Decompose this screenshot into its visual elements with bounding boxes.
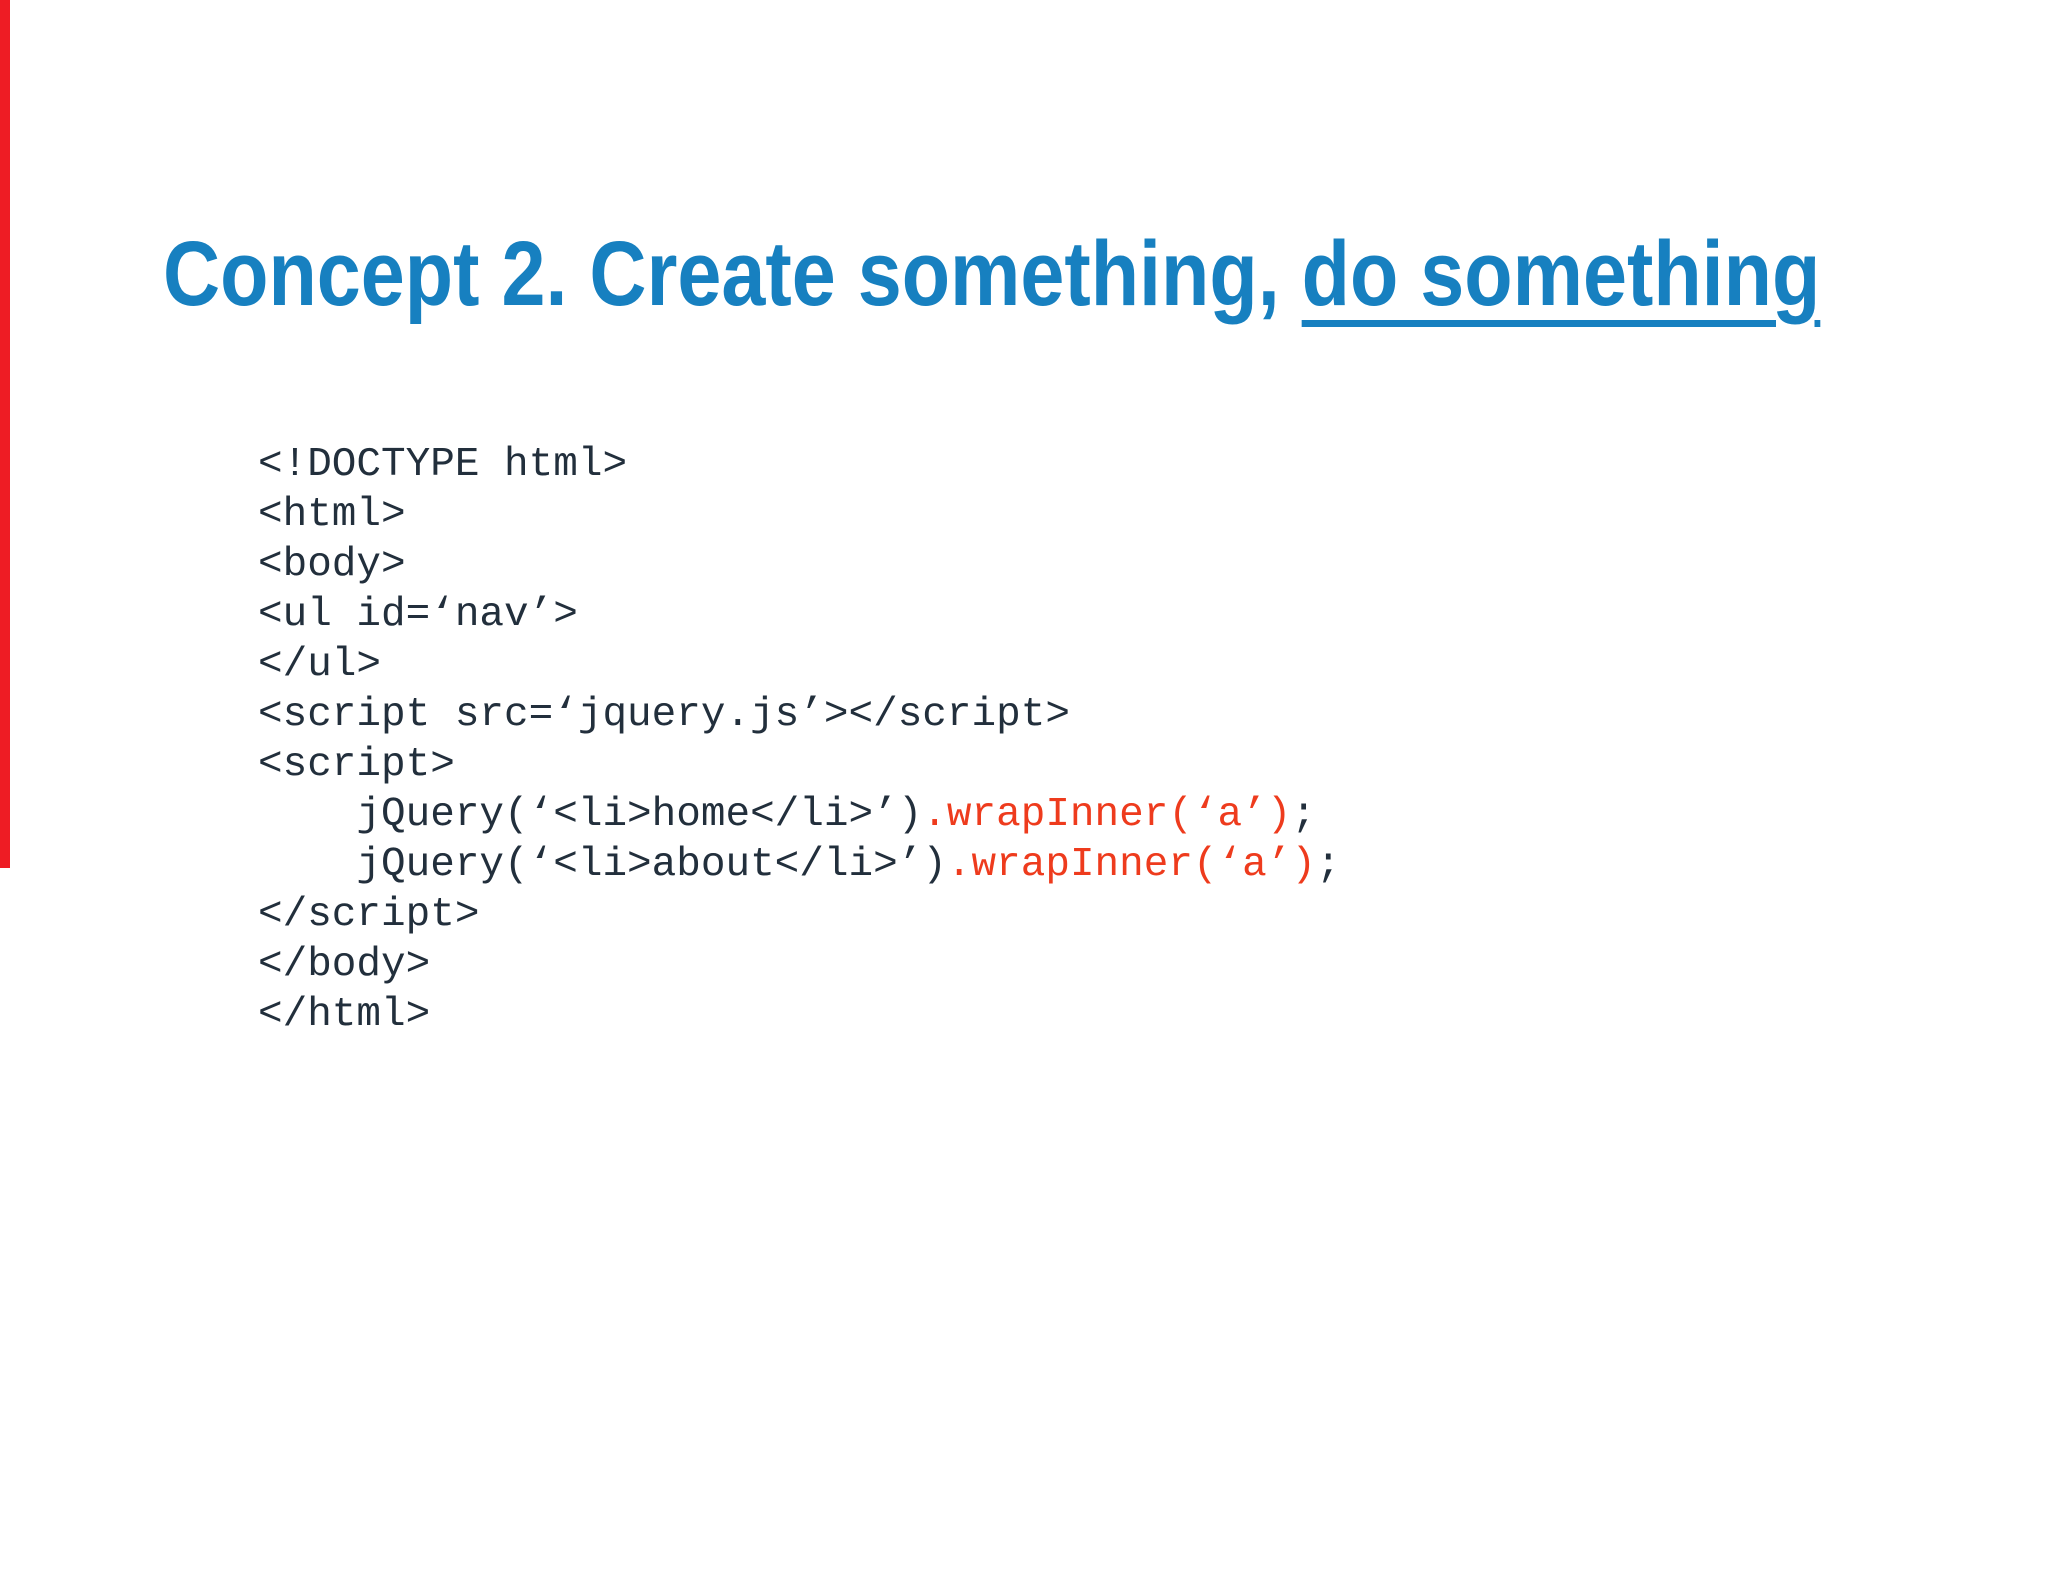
- code-line: jQuery(‘<li>about</li>’).wrapInner(‘a’);: [258, 840, 1341, 890]
- slide-title-text: Concept 2. Create something,: [163, 223, 1302, 325]
- code-line: jQuery(‘<li>home</li>’).wrapInner(‘a’);: [258, 790, 1341, 840]
- slide-title-underlined-text: do something: [1301, 223, 1821, 325]
- code-segment: </html>: [258, 992, 431, 1038]
- code-segment: </ul>: [258, 642, 382, 688]
- code-line: </body>: [258, 940, 1341, 990]
- code-segment: </script>: [258, 892, 480, 938]
- code-line: <script>: [258, 740, 1341, 790]
- code-segment: ;: [1315, 842, 1341, 888]
- code-line: <!DOCTYPE html>: [258, 440, 1341, 490]
- code-line: </html>: [258, 990, 1341, 1040]
- code-line: <script src=‘jquery.js’></script>: [258, 690, 1341, 740]
- code-line: </ul>: [258, 640, 1341, 690]
- code-segment: jQuery(‘<li>home</li>’): [258, 792, 923, 838]
- code-segment: <ul id=‘nav’>: [258, 592, 578, 638]
- code-segment: <html>: [258, 492, 406, 538]
- code-block: <!DOCTYPE html><html><body><ul id=‘nav’>…: [258, 440, 1341, 1040]
- code-line: <body>: [258, 540, 1341, 590]
- slide-title: Concept 2. Create something, do somethin…: [163, 228, 1820, 320]
- code-segment-highlight: .wrapInner(‘a’): [922, 792, 1292, 838]
- code-segment: jQuery(‘<li>about</li>’): [258, 842, 947, 888]
- code-segment: ;: [1291, 792, 1316, 838]
- code-segment-highlight: .wrapInner(‘a’): [946, 842, 1316, 888]
- code-segment: <!DOCTYPE html>: [258, 442, 628, 488]
- code-line: <ul id=‘nav’>: [258, 590, 1341, 640]
- code-segment: </body>: [258, 942, 431, 988]
- left-accent-bar: [0, 0, 10, 868]
- code-segment: <script>: [258, 742, 455, 788]
- code-segment: <script src=‘jquery.js’></script>: [258, 692, 1070, 738]
- code-segment: <body>: [258, 542, 406, 588]
- code-line: <html>: [258, 490, 1341, 540]
- code-line: </script>: [258, 890, 1341, 940]
